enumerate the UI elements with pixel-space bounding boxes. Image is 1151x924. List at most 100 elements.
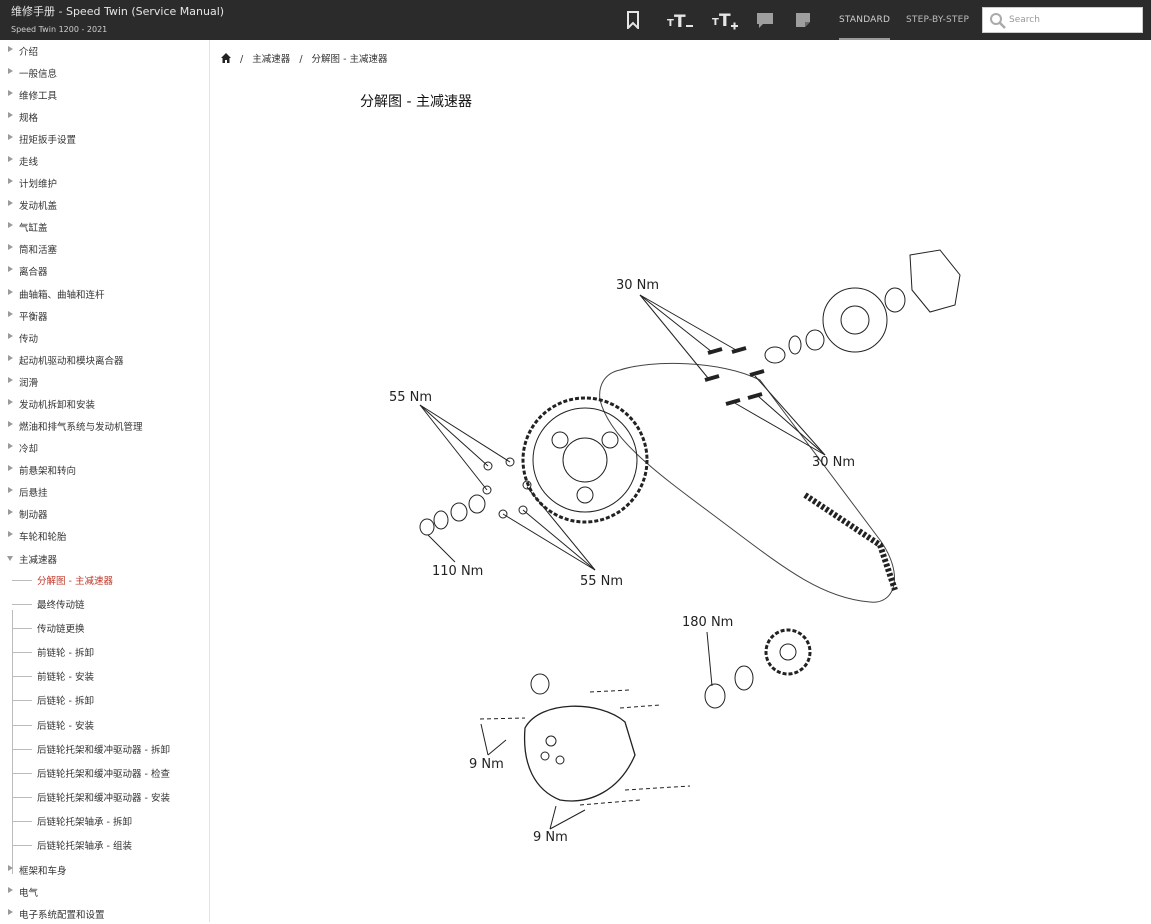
sidebar-subitem[interactable]: 后链轮托架轴承 - 组装	[0, 835, 209, 857]
page-title: 分解图 - 主减速器	[360, 94, 472, 110]
sidebar-subitem-active[interactable]: 分解图 - 主减速器	[0, 570, 209, 592]
chevron-right-icon	[8, 377, 13, 383]
torque-label: 9 Nm	[469, 757, 504, 772]
sidebar-subitem[interactable]: 后链轮托架轴承 - 拆卸	[0, 811, 209, 833]
app-title: 维修手册 - Speed Twin (Service Manual)	[11, 5, 225, 18]
chevron-right-icon	[8, 222, 13, 228]
sidebar-item[interactable]: 维修工具	[0, 85, 209, 105]
sidebar-item[interactable]: 冷却	[0, 438, 209, 458]
sidebar-subitem[interactable]: 前链轮 - 拆卸	[0, 642, 209, 664]
sidebar-subitem[interactable]: 后链轮托架和缓冲驱动器 - 检查	[0, 763, 209, 785]
torque-label: 55 Nm	[389, 390, 433, 405]
sidebar-item[interactable]: 曲轴箱、曲轴和连杆	[0, 284, 209, 304]
sidebar-item[interactable]: 走线	[0, 151, 209, 171]
sidebar-subitem[interactable]: 传动链更换	[0, 618, 209, 640]
chevron-right-icon	[8, 909, 13, 915]
chevron-down-icon	[7, 556, 13, 561]
chevron-right-icon	[8, 178, 13, 184]
sidebar-item[interactable]: 制动器	[0, 504, 209, 524]
svg-text:T: T	[667, 18, 674, 29]
bookmark-icon[interactable]	[621, 8, 645, 32]
note-icon[interactable]	[791, 8, 815, 32]
sidebar-item[interactable]: 框架和车身	[0, 860, 209, 880]
sidebar-subitem[interactable]: 后链轮托架和缓冲驱动器 - 拆卸	[0, 739, 209, 761]
sidebar-item[interactable]: 电子系统配置和设置	[0, 904, 209, 924]
sidebar-item[interactable]: 发动机拆卸和安装	[0, 394, 209, 414]
chevron-right-icon	[8, 244, 13, 250]
torque-label: 110 Nm	[432, 564, 484, 579]
svg-text:T: T	[719, 11, 731, 31]
sidebar-item[interactable]: 一般信息	[0, 63, 209, 83]
chevron-right-icon	[8, 465, 13, 471]
chevron-right-icon	[8, 90, 13, 96]
svg-text:T: T	[674, 12, 686, 30]
chevron-right-icon	[8, 134, 13, 140]
sidebar-subitem[interactable]: 前链轮 - 安装	[0, 666, 209, 688]
sidebar-item[interactable]: 后悬挂	[0, 482, 209, 502]
breadcrumb-separator: /	[240, 54, 244, 65]
sidebar-item[interactable]: 筒和活塞	[0, 239, 209, 259]
sidebar-item[interactable]: 传动	[0, 328, 209, 348]
torque-label: 55 Nm	[580, 574, 624, 589]
sidebar-item[interactable]: 前悬架和转向	[0, 460, 209, 480]
sidebar-item[interactable]: 规格	[0, 107, 209, 127]
sidebar-item[interactable]: 燃油和排气系统与发动机管理	[0, 416, 209, 436]
sidebar-item[interactable]: 扭矩扳手设置	[0, 129, 209, 149]
breadcrumb: / 主减速器 / 分解图 - 主减速器	[221, 51, 394, 65]
chevron-right-icon	[8, 266, 13, 272]
chevron-right-icon	[8, 156, 13, 162]
search-box[interactable]	[982, 7, 1143, 33]
chevron-right-icon	[8, 112, 13, 118]
chevron-right-icon	[8, 509, 13, 515]
sidebar-item[interactable]: 电气	[0, 882, 209, 902]
breadcrumb-current: 分解图 - 主减速器	[311, 54, 388, 65]
tab-step-by-step[interactable]: STEP-BY-STEP	[906, 15, 970, 25]
comment-icon[interactable]	[753, 8, 777, 32]
sidebar-item[interactable]: 气缸盖	[0, 217, 209, 237]
torque-label: 30 Nm	[616, 278, 660, 293]
chevron-right-icon	[8, 399, 13, 405]
search-input[interactable]	[1009, 12, 1137, 28]
chevron-right-icon	[8, 68, 13, 74]
torque-label: 30 Nm	[812, 455, 856, 470]
sidebar-subitem[interactable]: 最终传动链	[0, 594, 209, 616]
sidebar: 介绍 一般信息 维修工具 规格 扭矩扳手设置 走线 计划维护 发动机盖 气缸盖 …	[0, 40, 210, 922]
sidebar-item[interactable]: 润滑	[0, 372, 209, 392]
top-bar: 维修手册 - Speed Twin (Service Manual) Speed…	[0, 0, 1151, 40]
tree-line	[12, 610, 13, 874]
sidebar-item[interactable]: 介绍	[0, 41, 209, 61]
chevron-right-icon	[8, 289, 13, 295]
chevron-right-icon	[8, 355, 13, 361]
sidebar-subitem[interactable]: 后链轮 - 安装	[0, 715, 209, 737]
breadcrumb-separator: /	[299, 54, 303, 65]
sidebar-item[interactable]: 平衡器	[0, 306, 209, 326]
chevron-right-icon	[8, 421, 13, 427]
sidebar-item[interactable]: 计划维护	[0, 173, 209, 193]
sidebar-item[interactable]: 起动机驱动和模块离合器	[0, 350, 209, 370]
sidebar-item-expanded[interactable]: 主减速器	[0, 549, 209, 569]
breadcrumb-link[interactable]: 主减速器	[252, 54, 291, 65]
search-icon	[990, 13, 1006, 29]
app-subtitle: Speed Twin 1200 - 2021	[11, 25, 108, 34]
sidebar-item[interactable]: 车轮和轮胎	[0, 526, 209, 546]
chevron-right-icon	[8, 531, 13, 537]
sidebar-subitem[interactable]: 后链轮托架和缓冲驱动器 - 安装	[0, 787, 209, 809]
chevron-right-icon	[8, 333, 13, 339]
exploded-diagram	[419, 249, 961, 830]
svg-text:T: T	[712, 17, 719, 28]
sidebar-item[interactable]: 发动机盖	[0, 195, 209, 215]
chevron-right-icon	[8, 311, 13, 317]
chevron-right-icon	[8, 487, 13, 493]
chevron-right-icon	[8, 443, 13, 449]
torque-label: 9 Nm	[533, 830, 568, 845]
sidebar-item[interactable]: 离合器	[0, 261, 209, 281]
chevron-right-icon	[8, 887, 13, 893]
home-icon[interactable]	[221, 53, 231, 65]
chevron-right-icon	[8, 46, 13, 52]
chevron-right-icon	[8, 865, 13, 871]
chevron-right-icon	[8, 200, 13, 206]
sidebar-subitem[interactable]: 后链轮 - 拆卸	[0, 690, 209, 712]
tab-standard[interactable]: STANDARD	[839, 0, 891, 40]
